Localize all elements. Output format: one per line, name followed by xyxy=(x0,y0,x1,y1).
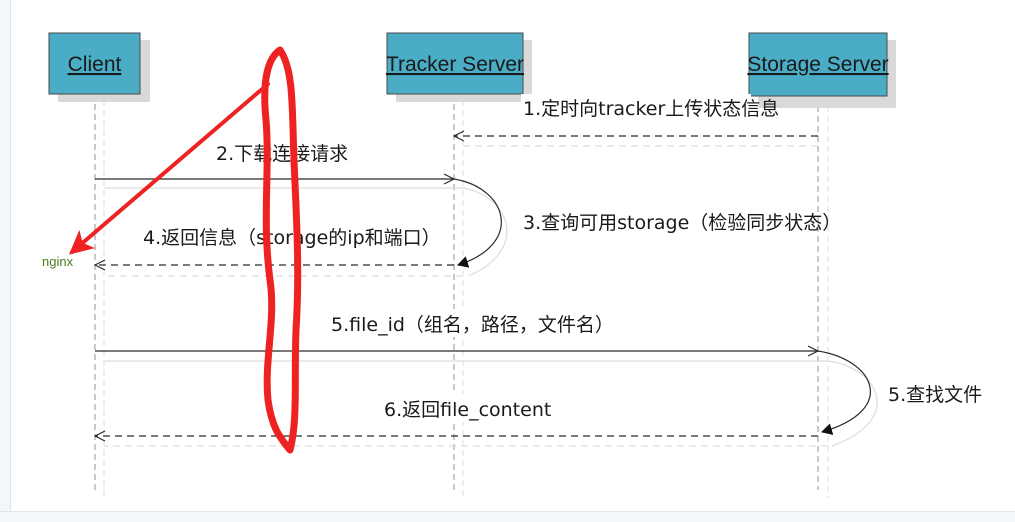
msg3-shadow xyxy=(462,187,508,277)
msg4-label: 4.返回信息（storage的ip和端口） xyxy=(143,227,441,249)
bottom-window-strip xyxy=(0,511,1015,522)
msg1-label: 1.定时向tracker上传状态信息 xyxy=(523,98,779,120)
storage-server-actor: Storage Server xyxy=(747,32,896,108)
msg3-arrow xyxy=(453,178,502,268)
msg5-label: 5.file_id（组名，路径，文件名） xyxy=(331,314,614,336)
red-scribble-loop xyxy=(261,46,302,454)
client-actor: Client xyxy=(48,32,150,102)
nginx-annotation: nginx xyxy=(42,254,74,269)
msg6-label: 6.返回file_content xyxy=(384,399,551,421)
storage-server-label: Storage Server xyxy=(747,53,888,76)
client-label: Client xyxy=(68,53,122,76)
msg5b-arrow xyxy=(817,350,871,435)
red-arrow-to-nginx xyxy=(68,82,270,255)
msg3-label: 3.查询可用storage（检验同步状态） xyxy=(523,212,841,234)
msg5b-label: 5.查找文件 xyxy=(888,384,982,406)
tracker-server-actor: Tracker Server xyxy=(386,32,532,102)
tracker-server-label: Tracker Server xyxy=(386,53,524,76)
msg5b-shadow xyxy=(827,360,878,447)
red-annotation xyxy=(68,46,302,454)
msg2-label: 2.下载连接请求 xyxy=(216,143,348,165)
left-window-strip xyxy=(0,0,11,521)
